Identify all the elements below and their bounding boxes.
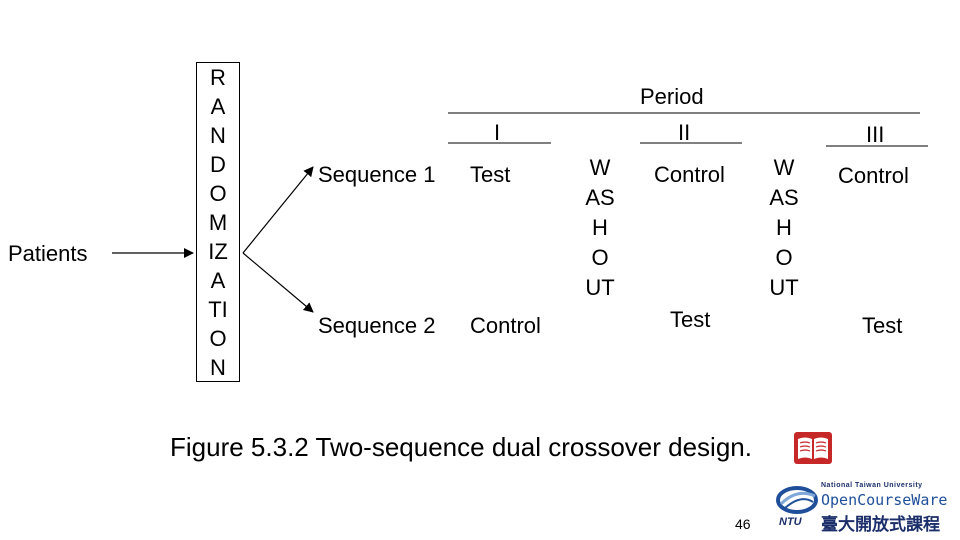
ntu-chinese-name: 臺大開放式課程 [821,515,940,535]
sequence-2-period-2: Test [670,307,711,332]
randomization-letter: D [210,152,226,177]
washout-letter: W [773,155,795,180]
ntu-emblem-icon [776,486,818,514]
sequence-2-arrow [242,252,314,313]
ntu-program-name: OpenCourseWare [821,491,948,509]
ntu-university-name: National Taiwan University [821,482,923,489]
sequence-1-period-2: Control [654,162,725,187]
period-1-label: I [494,120,501,145]
randomization-letter: M [208,210,228,235]
randomization-letter: IZ [208,239,228,264]
sequence-1-arrow [242,166,314,254]
sequence-2-period-3: Test [862,313,903,338]
period-3-label: III [866,122,885,147]
washout-letter: O [591,245,609,270]
page-number: 46 [735,516,751,532]
randomization-letter: N [210,123,226,148]
period-header: Period [640,84,704,109]
period-2-label: II [678,120,691,145]
sequence-2-period-1: Control [470,313,541,338]
figure-caption: Figure 5.3.2 Two-sequence dual crossover… [170,432,752,462]
sequence-2-label: Sequence 2 [318,313,436,338]
sequence-1-period-3: Control [838,163,909,188]
randomization-letter: N [210,355,226,380]
randomization-letter: O [209,326,227,351]
sequence-1-period-1: Test [470,162,511,187]
washout-letter: H [776,215,792,240]
randomization-letter: R [210,65,226,90]
washout-letter: AS [585,185,615,210]
book-icon [794,432,832,464]
washout-letter: UT [769,275,799,300]
washout-letter: AS [769,185,799,210]
washout-letter: H [592,215,608,240]
washout-letter: UT [585,275,615,300]
sequence-1-label: Sequence 1 [318,162,436,187]
ntu-opencourseware-logo: NTU National Taiwan University OpenCours… [775,482,955,535]
washout-letter: O [775,245,793,270]
washout-letter: W [589,155,611,180]
randomization-letter: A [210,268,226,293]
randomization-letter: TI [208,297,228,322]
randomization-letter: O [209,181,227,206]
patients-label: Patients [8,241,88,266]
ntu-abbr: NTU [779,516,802,528]
randomization-letter: A [210,94,226,119]
